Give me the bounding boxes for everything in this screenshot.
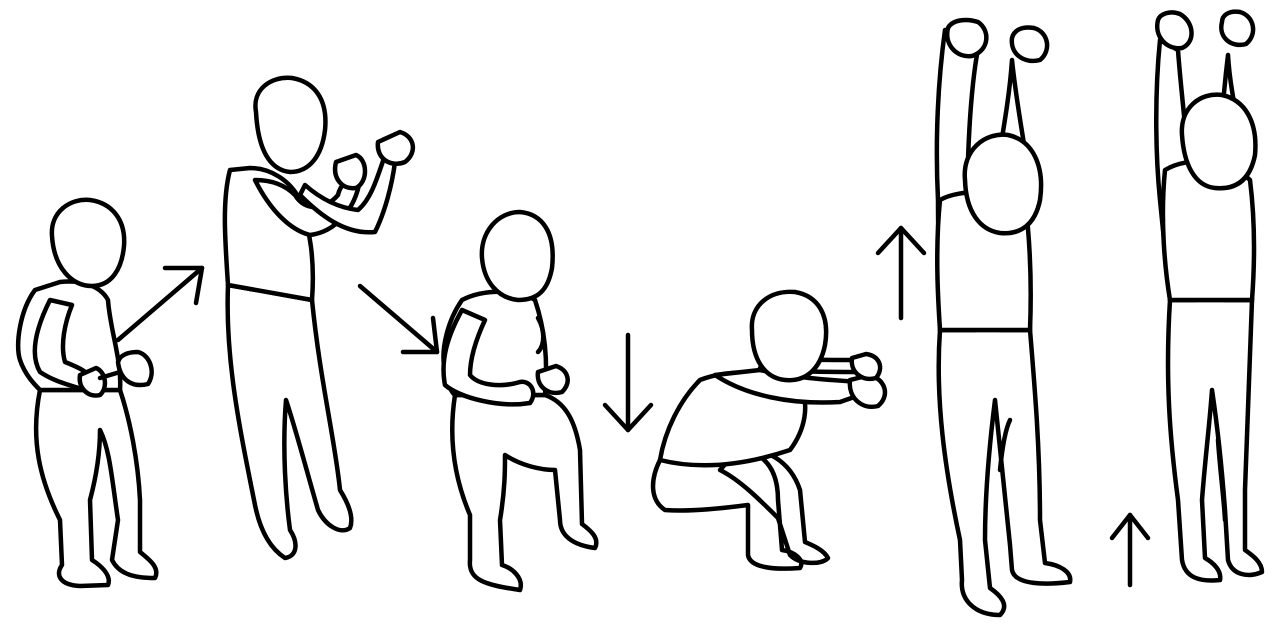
figure-3-head — [482, 212, 553, 300]
figure-crouch-icon — [18, 200, 156, 586]
figure-arms-up-icon — [937, 20, 1070, 615]
figure-2-head — [255, 78, 325, 172]
figure-5-head — [965, 135, 1041, 234]
figure-6-fist-far — [1221, 12, 1253, 45]
figure-6-fist-near — [1157, 12, 1191, 48]
figure-1-far-hand — [118, 352, 152, 385]
figure-3-fist — [538, 366, 568, 393]
figure-6-legs — [1168, 300, 1262, 580]
arrow-down-icon — [605, 335, 651, 430]
figure-landing-icon — [444, 212, 597, 590]
figure-jump-icon — [225, 78, 413, 558]
figure-arms-up-back-icon — [1156, 12, 1262, 581]
arrow-up-icon — [878, 228, 924, 318]
figure-5-legs — [939, 330, 1071, 615]
figure-3-legs — [452, 395, 596, 590]
arrow-up-small-icon — [1112, 515, 1148, 585]
figure-4-legs — [653, 448, 828, 569]
figure-2-legs — [228, 285, 352, 558]
figure-2-fist-far — [378, 132, 413, 164]
figure-5-fist-near — [947, 20, 986, 56]
figure-4-head — [752, 292, 826, 380]
arrow-down-right-icon — [360, 286, 437, 352]
figure-1-hand — [80, 368, 105, 396]
figure-1-legs — [36, 390, 156, 586]
figure-squat-icon — [653, 292, 885, 569]
figure-5-fist-far — [1012, 27, 1047, 60]
figure-1-head — [52, 200, 124, 286]
figure-2-fist-near — [335, 155, 365, 188]
figure-6-head — [1182, 95, 1256, 189]
figure-4-fist-far — [852, 354, 880, 379]
arrow-up-right-icon — [118, 268, 202, 340]
